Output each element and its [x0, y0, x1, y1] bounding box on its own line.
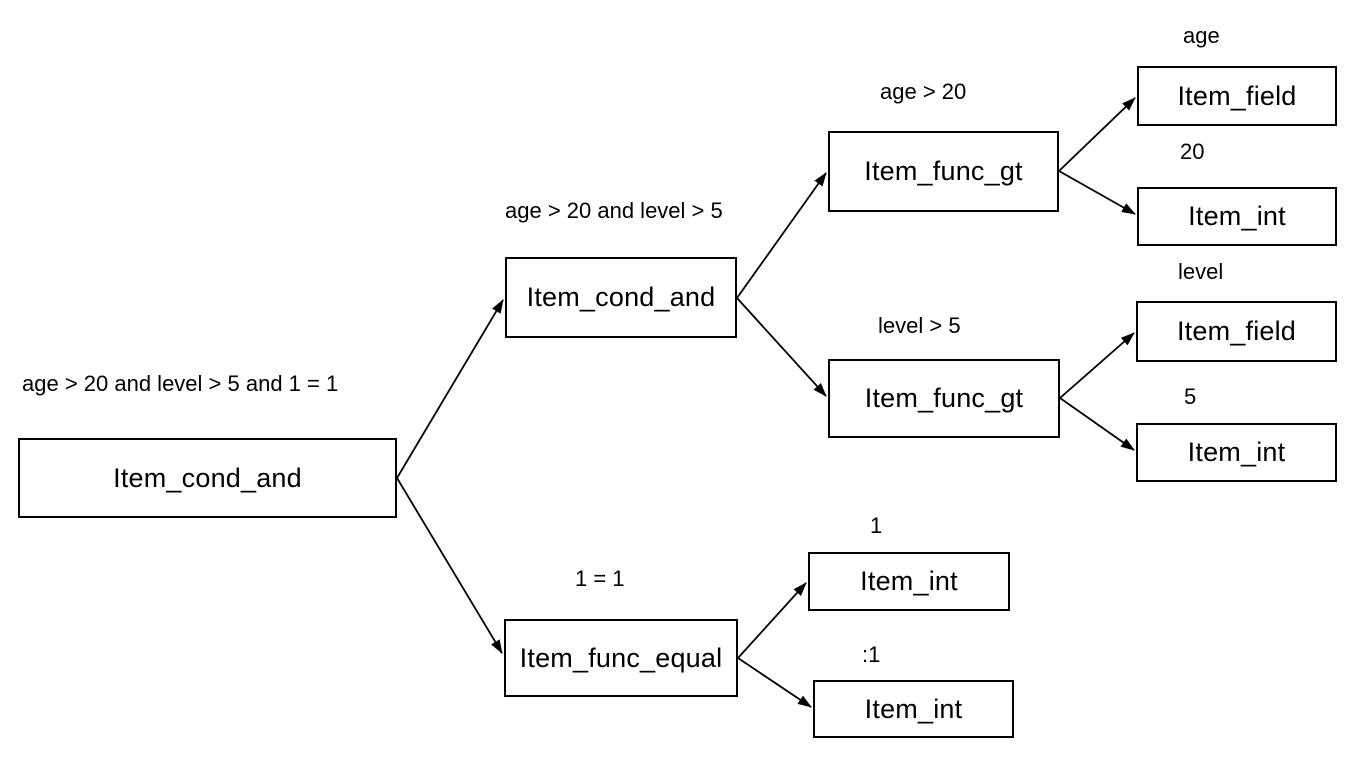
annotation-val-level: level [1178, 259, 1224, 284]
annotation-val-5: 5 [1184, 384, 1197, 409]
annotation-val-1-lower: :1 [862, 642, 881, 667]
annotation-expr-level-gt: level > 5 [878, 313, 961, 338]
node-label: Item_cond_and [113, 462, 302, 493]
edge-func-gt-level--int-5 [1059, 397, 1135, 451]
node-label: Item_field [1177, 80, 1297, 111]
node-label: Item_cond_and [526, 282, 716, 312]
node-label: Item_int [864, 693, 963, 724]
annotation-val-20: 20 [1180, 139, 1205, 164]
node-label: Item_func_gt [864, 156, 1023, 186]
node-label: Item_int [1187, 437, 1286, 467]
edge-func-equal--int-1-lower [737, 657, 812, 708]
annotation-val-1-upper: 1 [870, 513, 883, 538]
node-label: Item_func_gt [864, 383, 1024, 413]
annotation-val-age: age [1183, 23, 1220, 48]
node-int-5: Item_int [1136, 423, 1337, 482]
node-field-level: Item_field [1136, 301, 1337, 362]
node-field-age: Item_field [1137, 66, 1337, 126]
annotation-expr-and2: age > 20 and level > 5 [505, 198, 723, 223]
node-func-equal: Item_func_equal [504, 619, 738, 697]
node-label: Item_int [860, 566, 958, 596]
node-label: Item_field [1176, 316, 1297, 346]
node-root-cond-and: Item_cond_and [18, 438, 397, 518]
edge-root-cond-and--cond-and-2 [396, 299, 504, 479]
edge-func-gt-age--field-age [1058, 97, 1136, 172]
edge-func-equal--int-1-upper [737, 582, 807, 659]
node-func-gt-level: Item_func_gt [828, 359, 1060, 438]
edge-root-cond-and--func-equal [396, 477, 503, 654]
edge-func-gt-level--field-level [1059, 332, 1135, 399]
edge-cond-and-2--func-gt-age [736, 172, 827, 299]
annotation-expr-equal: 1 = 1 [575, 566, 625, 591]
edge-cond-and-2--func-gt-level [736, 297, 827, 397]
node-int-1-lower: Item_int [813, 680, 1014, 738]
node-func-gt-age: Item_func_gt [828, 131, 1059, 212]
node-int-1-upper: Item_int [808, 552, 1010, 611]
annotation-expr-age-gt: age > 20 [880, 79, 967, 104]
edge-func-gt-age--int-20 [1058, 170, 1136, 215]
node-label: Item_func_equal [519, 642, 723, 673]
annotation-expr-root: age > 20 and level > 5 and 1 = 1 [22, 371, 339, 396]
node-cond-and-2: Item_cond_and [505, 257, 737, 338]
node-label: Item_int [1188, 201, 1286, 231]
node-int-20: Item_int [1137, 187, 1337, 246]
